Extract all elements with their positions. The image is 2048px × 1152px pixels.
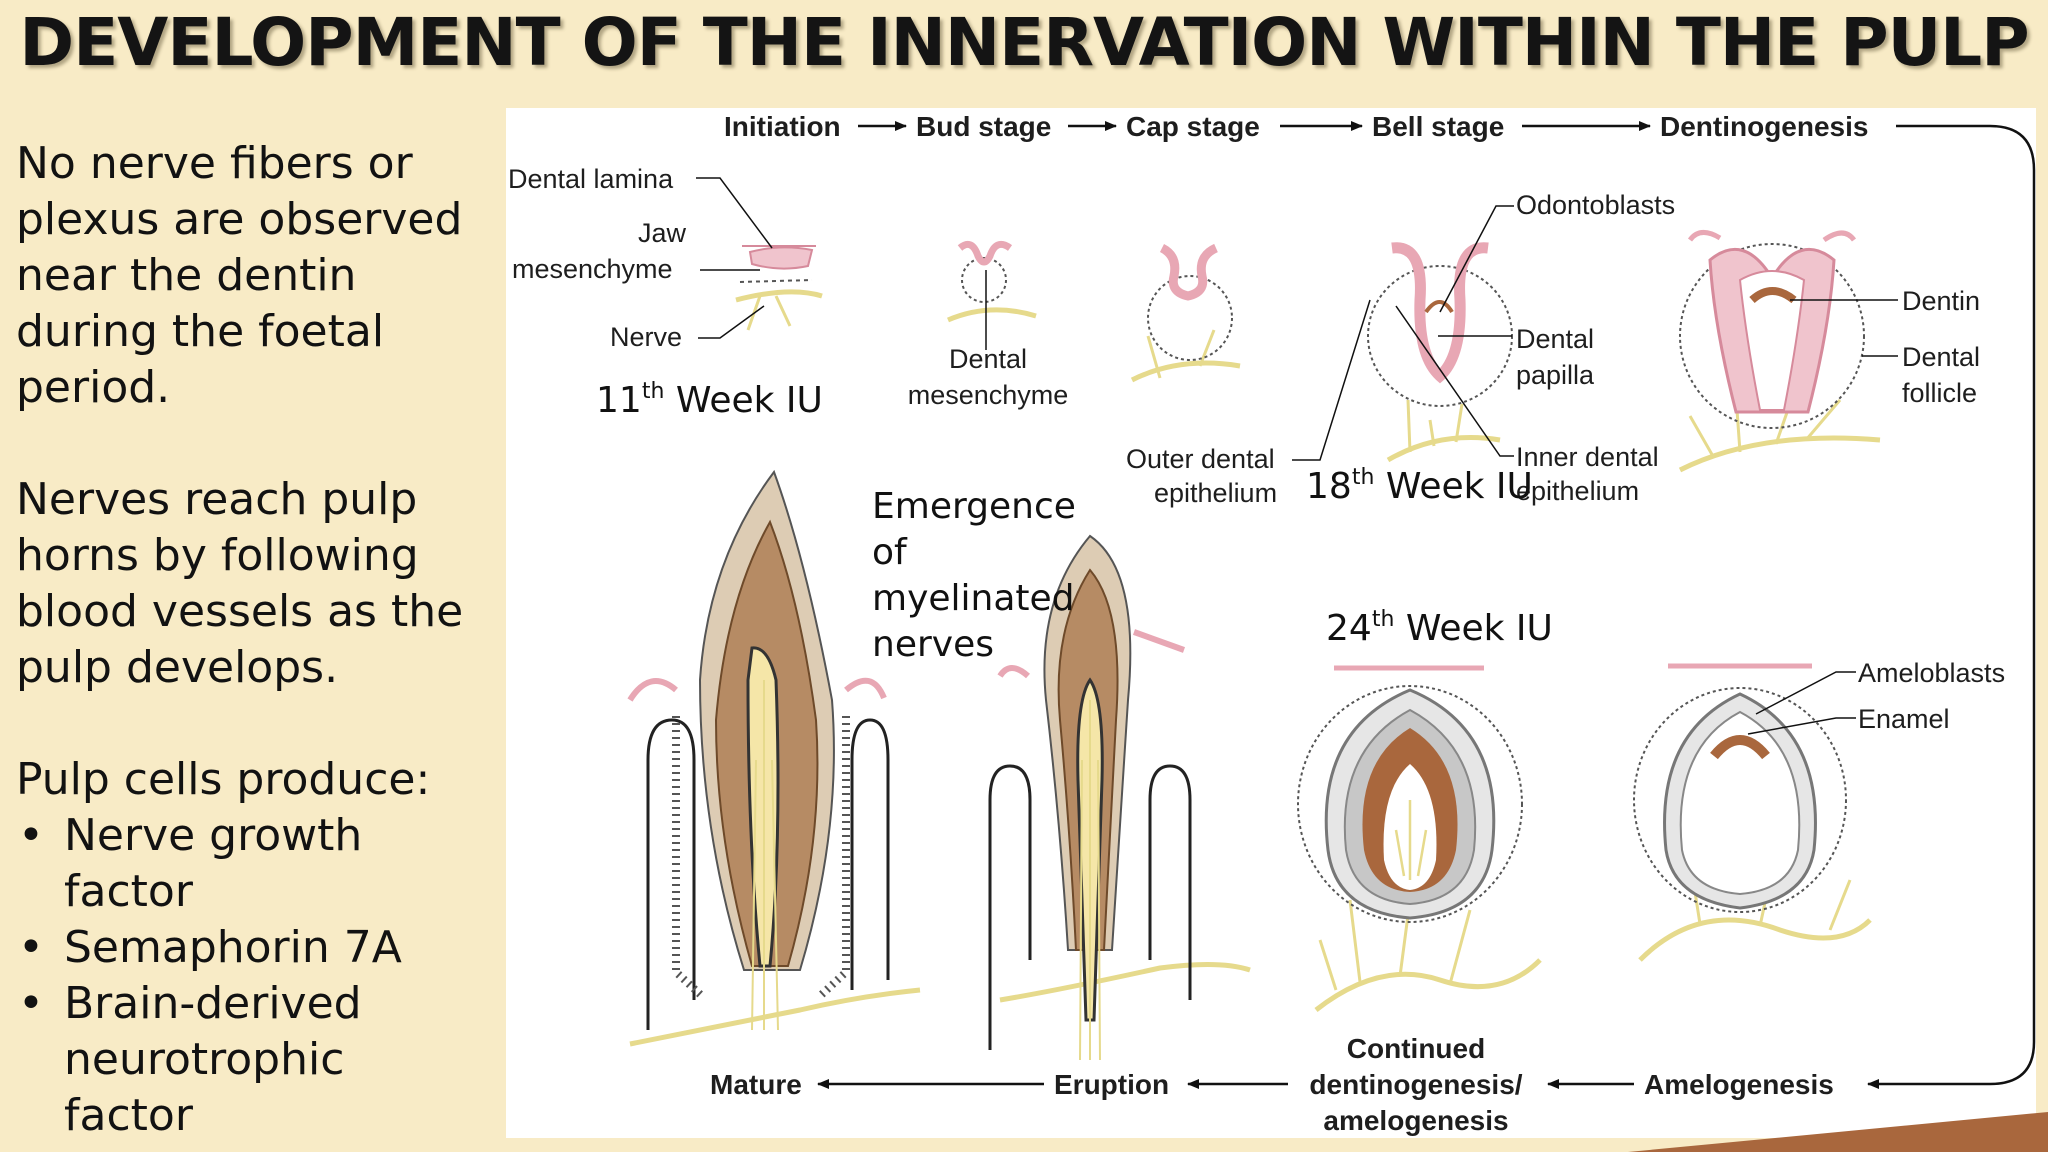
label-jaw: Jaw: [638, 218, 687, 248]
initiation-stage-drawing: [735, 245, 823, 331]
list-item: Brain-derived neurotrophic factor: [16, 976, 496, 1144]
caption-18th-week: 18th Week IU: [1306, 465, 1533, 507]
para1-line: near the dentin: [16, 250, 357, 301]
list-item: Semaphorin 7A: [16, 920, 496, 976]
spacer: [16, 696, 496, 752]
bullet-line: neurotrophic: [64, 1034, 345, 1085]
label-dental: Dental: [949, 344, 1027, 374]
para2-line: blood vessels as the: [16, 586, 464, 637]
factor-list: Nerve growth factor Semaphorin 7A Brain-…: [16, 808, 496, 1144]
stage-continued-2: dentinogenesis/: [1309, 1069, 1522, 1100]
spacer: [16, 416, 496, 472]
label-dental-follicle-2: follicle: [1902, 378, 1977, 408]
tooth-development-figure: Initiation Bud stage Cap stage Bell stag…: [506, 108, 2036, 1138]
caption-24th-week: 24th Week IU: [1326, 607, 1553, 649]
list-item: Nerve growth factor: [16, 808, 496, 920]
leader-line: [1292, 299, 1371, 461]
stage-bud: Bud stage: [916, 111, 1051, 142]
tooth-development-diagram: Initiation Bud stage Cap stage Bell stag…: [508, 111, 2036, 1136]
label-ameloblasts: Ameloblasts: [1858, 658, 2005, 688]
label-dental-lamina: Dental lamina: [508, 164, 674, 194]
paragraph-no-nerve-fibers: No nerve fibers or plexus are observed n…: [16, 136, 496, 416]
eruption-stage-drawing: [988, 534, 1251, 1061]
leader-line: [698, 305, 765, 339]
para2-line: pulp develops.: [16, 642, 339, 693]
amelogenesis-stage-drawing: [1633, 663, 1872, 962]
caption-11th-week: 11th Week IU: [596, 379, 823, 421]
caption-24th-week-text: Week IU: [1394, 608, 1552, 649]
label-dental-papilla-2: papilla: [1516, 360, 1595, 390]
caption-emergence-3: myelinated: [872, 578, 1075, 619]
pulp-cells-heading: Pulp cells produce:: [16, 754, 431, 805]
stage-amelogenesis: Amelogenesis: [1644, 1069, 1834, 1100]
bullet-line: Semaphorin 7A: [64, 922, 402, 973]
caption-11th-week-number: 11: [596, 380, 642, 421]
caption-11th-week-superscript: th: [642, 379, 665, 404]
left-text-panel: No nerve fibers or plexus are observed n…: [16, 136, 496, 1144]
label-dentin: Dentin: [1902, 286, 1980, 316]
caption-emergence-1: Emergence: [872, 486, 1076, 527]
bullet-line: Brain-derived: [64, 978, 362, 1029]
caption-24th-week-superscript: th: [1372, 607, 1395, 632]
stage-mature: Mature: [710, 1069, 802, 1100]
label-jaw-mesenchyme: mesenchyme: [512, 254, 673, 284]
label-dental-mesenchyme: mesenchyme: [908, 380, 1069, 410]
cycle-connector: [1867, 124, 2036, 1089]
slide-title: DEVELOPMENT OF THE INNERVATION WITHIN TH…: [19, 4, 2029, 81]
label-dental-follicle-1: Dental: [1902, 342, 1980, 372]
stage-dentinogenesis: Dentinogenesis: [1660, 111, 1868, 142]
label-odontoblasts: Odontoblasts: [1516, 190, 1675, 220]
label-outer-dental-1: Outer dental: [1126, 444, 1275, 474]
mature-stage-drawing: [627, 469, 921, 1047]
bullet-line: Nerve growth: [64, 810, 363, 861]
caption-11th-week-text: Week IU: [664, 380, 822, 421]
leader-line: [1395, 305, 1514, 457]
stage-continued-1: Continued: [1347, 1033, 1485, 1064]
caption-emergence-4: nerves: [872, 624, 994, 665]
label-inner-dental-2: epithelium: [1516, 476, 1639, 506]
caption-18th-week-text: Week IU: [1374, 466, 1532, 507]
caption-18th-week-number: 18: [1306, 466, 1352, 507]
para1-line: plexus are observed: [16, 194, 463, 245]
stage-continued-3: amelogenesis: [1323, 1105, 1508, 1136]
label-outer-dental-2: epithelium: [1154, 478, 1277, 508]
bud-stage-drawing: [947, 240, 1037, 350]
caption-18th-week-superscript: th: [1352, 465, 1375, 490]
bullet-line: factor: [64, 1090, 193, 1141]
bell-stage-drawing: [1367, 242, 1513, 463]
para2-line: horns by following: [16, 530, 419, 581]
label-inner-dental-1: Inner dental: [1516, 442, 1659, 472]
dentinogenesis-stage-drawing: [1678, 230, 1881, 473]
para1-line: No nerve fibers or: [16, 138, 413, 189]
paragraph-nerves-reach: Nerves reach pulp horns by following blo…: [16, 472, 496, 696]
cap-stage-drawing: [1130, 243, 1241, 383]
stage-initiation: Initiation: [724, 111, 841, 142]
leader-line: [1439, 205, 1514, 313]
para2-line: Nerves reach pulp: [16, 474, 418, 525]
para1-line: during the foetal: [16, 306, 385, 357]
leader-line: [696, 177, 773, 249]
leader-line: [1755, 671, 1856, 715]
bullet-line: factor: [64, 866, 193, 917]
stage-eruption: Eruption: [1054, 1069, 1169, 1100]
label-dental-papilla-1: Dental: [1516, 324, 1594, 354]
para1-line: period.: [16, 362, 171, 413]
continued-stage-drawing: [1297, 665, 1542, 1012]
stage-bell: Bell stage: [1372, 111, 1504, 142]
caption-24th-week-number: 24: [1326, 608, 1372, 649]
stage-cap: Cap stage: [1126, 111, 1260, 142]
label-enamel: Enamel: [1858, 704, 1950, 734]
label-nerve: Nerve: [610, 322, 682, 352]
caption-emergence-2: of: [872, 532, 908, 573]
leader-line: [1747, 717, 1856, 735]
decorative-corner: [1628, 1112, 2048, 1152]
